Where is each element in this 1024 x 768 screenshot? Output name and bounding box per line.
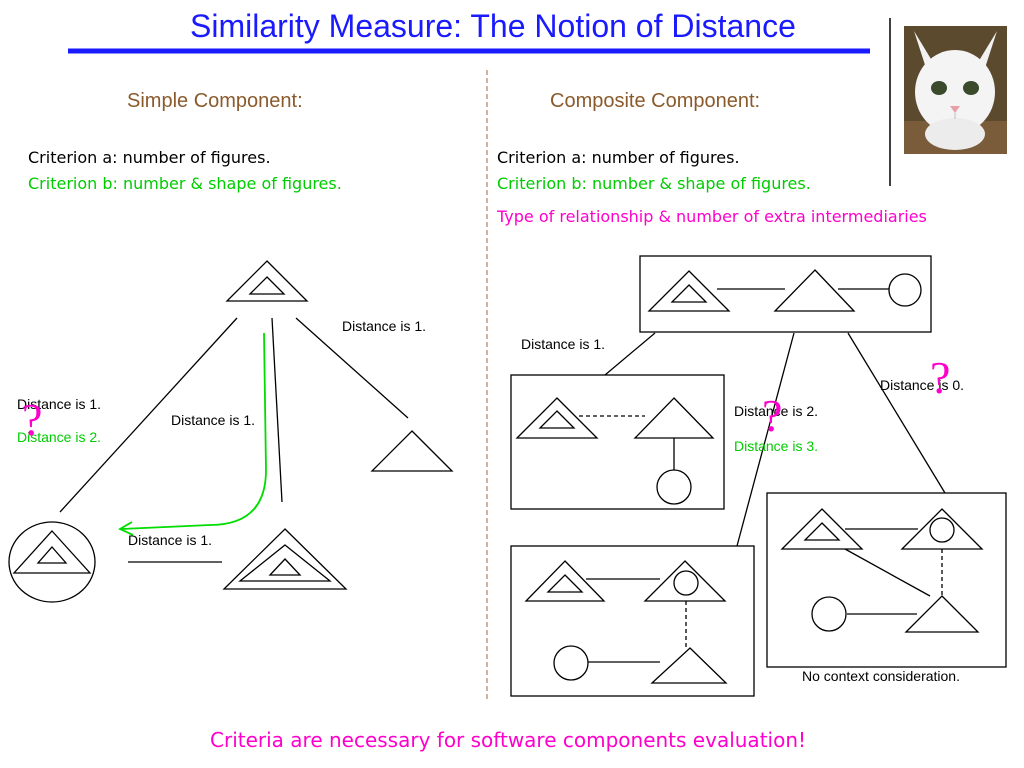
triangle-nested-top <box>225 260 309 302</box>
right-criterion-a: Criterion a: number of figures. <box>497 148 740 167</box>
right-question-mark-middle: ? <box>762 390 783 441</box>
left-distance-2: Distance is 2. <box>17 429 102 445</box>
left-distance-top-right: Distance is 1. <box>342 318 427 334</box>
composite-box-bottom <box>510 545 755 697</box>
right-criterion-b: Criterion b: number & shape of figures. <box>497 174 811 193</box>
right-distance-2: Distance is 2. <box>734 403 819 419</box>
composite-box-right <box>766 492 1007 668</box>
right-distance-1: Distance is 1. <box>521 336 606 352</box>
simple-tree <box>8 260 454 603</box>
triangle-nested-top-inner <box>248 276 286 295</box>
left-distance-bottom: Distance is 1. <box>128 532 213 548</box>
left-criterion-a: Criterion a: number of figures. <box>28 148 271 167</box>
left-distance-middle: Distance is 1. <box>171 412 256 428</box>
right-distance-3: Distance is 3. <box>734 438 819 454</box>
green-arrow-head <box>118 521 134 536</box>
footer-statement: Criteria are necessary for software comp… <box>210 728 807 752</box>
composite-box-top <box>639 255 932 333</box>
left-distance-1: Distance is 1. <box>17 396 102 412</box>
composite-diagram <box>510 255 1007 697</box>
right-relationship-note: Type of relationship & number of extra i… <box>497 207 927 226</box>
triangle-plain <box>370 430 454 472</box>
triangle-triple-nested <box>222 528 348 590</box>
green-arrow-path <box>121 332 267 530</box>
no-context-note: No context consideration. <box>802 668 960 684</box>
left-heading: Simple Component: <box>127 90 303 112</box>
circle-with-triangle <box>8 521 96 603</box>
right-heading: Composite Component: <box>550 90 761 112</box>
left-question-mark: ? <box>22 394 43 445</box>
right-question-mark-top: ? <box>930 352 951 403</box>
slide-title: Similarity Measure: The Notion of Distan… <box>190 8 796 44</box>
composite-box-left <box>510 374 725 510</box>
left-criterion-b: Criterion b: number & shape of figures. <box>28 174 342 193</box>
right-distance-0: Distance is 0. <box>880 377 965 393</box>
cat-photo <box>904 26 1007 154</box>
